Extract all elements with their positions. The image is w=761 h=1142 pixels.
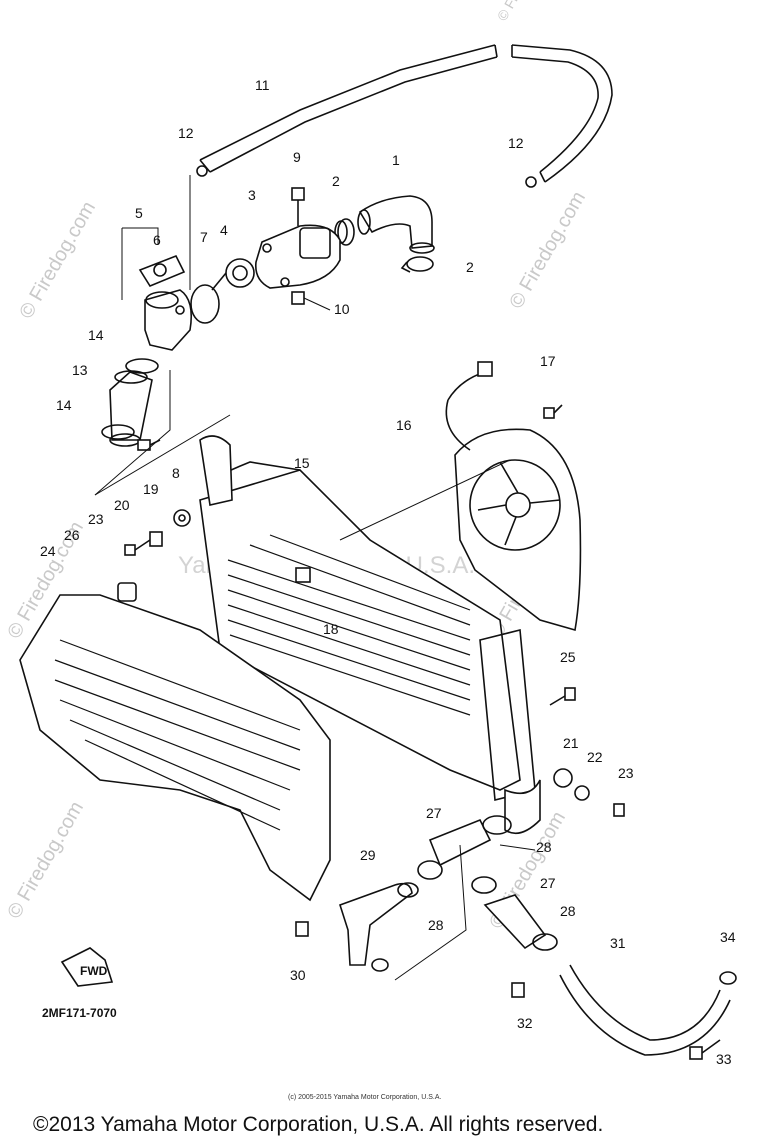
callout-25: 25 [560,649,576,665]
small-copyright: (c) 2005-2015 Yamaha Motor Corporation, … [288,1094,441,1101]
callout-3: 3 [248,187,256,203]
shroud-24 [19,582,331,902]
callout-27-lower: 27 [540,875,556,891]
callout-8: 8 [172,465,180,481]
radiator-fins [227,534,471,716]
callout-13: 13 [72,362,88,378]
callout-14-upper: 14 [88,327,104,343]
callout-20: 20 [114,497,130,513]
mount-hardware [124,509,625,817]
callout-29: 29 [360,847,376,863]
callout-34: 34 [720,929,736,945]
radiator-15 [199,435,541,835]
watermark-left-low: © Firedog.com [3,798,88,923]
callout-numbers: 1 2 2 3 4 5 6 7 8 9 10 11 12 12 13 14 14… [40,77,736,1067]
watermark-left-top: © Firedog.com [15,198,100,323]
callout-7: 7 [200,229,208,245]
callout-12-right: 12 [508,135,524,151]
callout-11: 11 [255,77,270,93]
callout-16: 16 [396,417,412,433]
callout-33: 33 [716,1051,732,1067]
watermark-right-top: © Firedog.com [505,188,590,313]
callout-23-right: 23 [618,765,634,781]
callout-9: 9 [293,149,301,165]
callout-26: 26 [64,527,80,543]
callout-2-upper: 2 [332,173,340,189]
callout-14-lower: 14 [56,397,72,413]
thermostat-assembly [94,175,435,496]
diagram-code: 2MF171-7070 [42,1006,117,1020]
callout-23-left: 23 [88,511,104,527]
callout-18: 18 [323,621,339,637]
callout-2-lower: 2 [466,259,474,275]
callout-4: 4 [220,222,228,238]
callout-19: 19 [143,481,159,497]
callout-10: 10 [334,301,350,317]
hose-11 [196,44,613,188]
callout-28-lower: 28 [560,903,576,919]
callout-21: 21 [563,735,579,751]
callout-27-upper: 27 [426,805,442,821]
callout-22: 22 [587,749,603,765]
callout-24: 24 [40,543,56,559]
callout-28-middle: 28 [428,917,444,933]
callout-6: 6 [153,232,161,248]
callout-30: 30 [290,967,306,983]
fwd-label: FWD [80,964,108,978]
callout-5: 5 [135,205,143,221]
callout-17: 17 [540,353,556,369]
fwd-arrow: FWD [60,947,114,987]
lower-hoses [295,815,737,1060]
callout-1: 1 [392,152,400,168]
callout-32: 32 [517,1015,533,1031]
fan-16 [445,361,582,632]
callout-15: 15 [294,455,310,471]
callout-28-upper: 28 [536,839,552,855]
callout-12-left: 12 [178,125,194,141]
footer-copyright: ©2013 Yamaha Motor Corporation, U.S.A. A… [33,1113,603,1136]
callout-31: 31 [610,935,626,951]
watermark-corner: © Firedog.com [494,0,554,24]
